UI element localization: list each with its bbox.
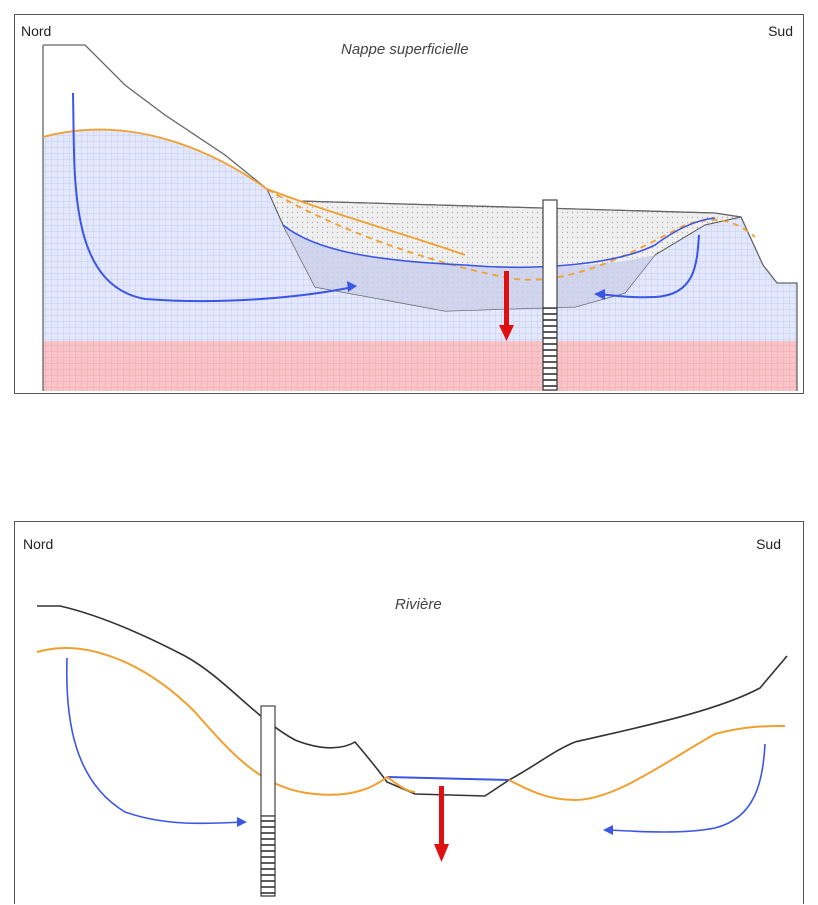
bottom-south-label: Sud: [756, 536, 781, 552]
top-substratum: [43, 341, 797, 391]
top-cross-section: [42, 44, 798, 391]
top-flow-arrowhead-left: [347, 281, 357, 292]
bottom-ground-line: [37, 605, 788, 797]
bottom-title: Rivière: [395, 596, 442, 613]
bottom-pumping-arrow: [434, 844, 449, 862]
bottom-flow-arrowhead-right: [603, 825, 613, 835]
bottom-river-surface: [386, 776, 510, 781]
top-flow-line-right: [598, 234, 700, 299]
bottom-flow-arrowhead-left: [237, 817, 247, 827]
top-flow-arrowhead-right: [594, 289, 605, 300]
top-water-table-dashed: [266, 188, 756, 281]
top-well-screen: [542, 307, 558, 391]
bottom-cross-section: [36, 605, 788, 897]
bottom-well-casing: [260, 705, 276, 817]
bottom-north-label: Nord: [23, 536, 54, 552]
top-unsaturated-zone: [43, 45, 267, 189]
bottom-well-screen: [260, 815, 276, 897]
top-water-table: [42, 128, 466, 256]
bottom-flow-line-right: [608, 743, 766, 833]
top-flow-line-left: [72, 92, 354, 303]
top-title: Nappe superficielle: [341, 41, 469, 58]
bottom-flow-line-left: [65, 657, 242, 825]
top-diagram-panel: Nord Sud Nappe superficielle: [14, 14, 804, 394]
top-north-label: Nord: [21, 23, 52, 39]
top-lowered-level: [282, 217, 716, 268]
top-well-casing: [542, 199, 558, 309]
top-pumping-arrow: [499, 325, 514, 341]
top-south-label: Sud: [768, 23, 793, 39]
bottom-diagram-panel: Nord Sud Rivière: [14, 521, 804, 904]
top-depression-cone: [283, 225, 655, 311]
